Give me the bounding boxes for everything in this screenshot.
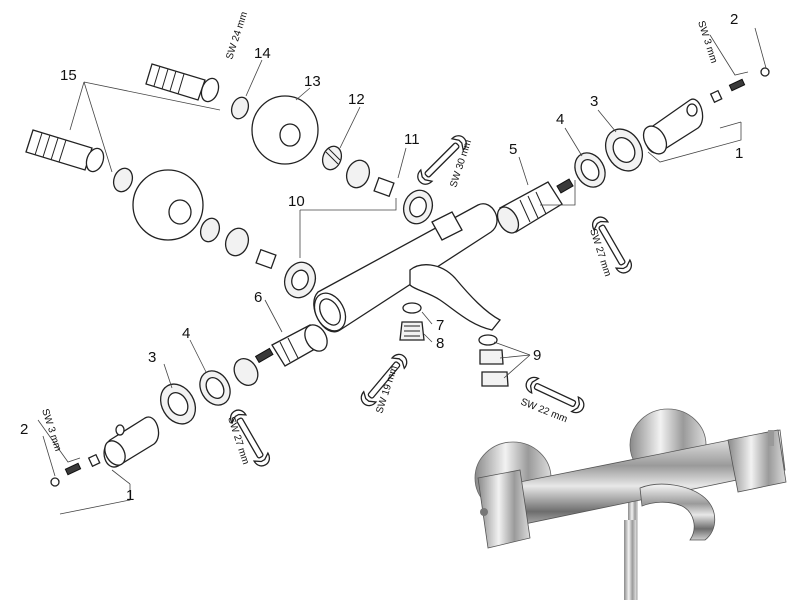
callout-10: 10 (288, 193, 305, 210)
part-12-filter-top (321, 145, 343, 171)
part-11-nipple-top (345, 159, 395, 198)
wrench-icon-19 (360, 353, 408, 407)
part-11-nipple-left (224, 227, 277, 270)
part-3-adapter-right (604, 128, 644, 172)
callout-5: 5 (509, 141, 517, 158)
part-5-cartridge (496, 178, 574, 234)
key-label-sw3-left: SW 3 mm (39, 408, 63, 453)
part-2-screw-right (709, 67, 770, 104)
part-1-handle-right (642, 98, 704, 155)
callout-2-left: 2 (20, 421, 28, 438)
wrench-icon-22 (525, 376, 585, 414)
key-label-sw3-right: SW 3 mm (695, 20, 719, 65)
part-1-handle-left (103, 416, 160, 468)
wrench-label-sw24: SW 24 mm (224, 10, 250, 60)
part-7-o-ring (402, 302, 422, 314)
callout-4-right: 4 (556, 111, 564, 128)
mixer-body (313, 203, 501, 333)
callout-2-right: 2 (730, 11, 738, 28)
part-4-ring-right (574, 152, 606, 188)
part-8-aerator-nut (399, 321, 425, 341)
part-12-filter-left (199, 217, 221, 243)
callout-15: 15 (60, 67, 77, 84)
callout-1-right: 1 (735, 145, 743, 162)
wrench-icon-27-right (592, 216, 632, 274)
callout-12: 12 (348, 91, 365, 108)
part-10-nut-top (402, 189, 434, 225)
callout-13: 13 (304, 73, 321, 90)
allen-key-left (37, 419, 81, 463)
part-2-screw-left (50, 453, 101, 487)
part-13-escutcheon-left (132, 169, 204, 241)
callout-11: 11 (404, 131, 420, 148)
callout-3-left: 3 (148, 349, 156, 366)
part-6-cartridge (254, 324, 328, 367)
part-3-adapter-left (159, 383, 197, 425)
callout-1-left: 1 (126, 487, 134, 504)
leader-lines (42, 27, 767, 515)
callout-7: 7 (436, 317, 444, 334)
part-9-aerator (478, 334, 509, 387)
part-15-connector-left (25, 129, 134, 193)
callout-8: 8 (436, 335, 444, 352)
callout-6: 6 (254, 289, 262, 306)
wrench-label-sw27-left: SW 27 mm (225, 416, 251, 466)
product-photo (474, 408, 787, 600)
callout-4-left: 4 (182, 325, 190, 342)
allen-key-right (709, 34, 749, 76)
part-14-connector-top (145, 63, 250, 120)
callout-14: 14 (254, 45, 271, 62)
wrench-icon-27-left (230, 409, 270, 467)
callout-3-right: 3 (590, 93, 598, 110)
part-10-nut-left (283, 261, 317, 299)
wrench-icon-30 (417, 135, 467, 185)
callout-9: 9 (533, 347, 541, 364)
part-4-ring-left (199, 358, 259, 406)
part-13-escutcheon-top (251, 95, 319, 165)
